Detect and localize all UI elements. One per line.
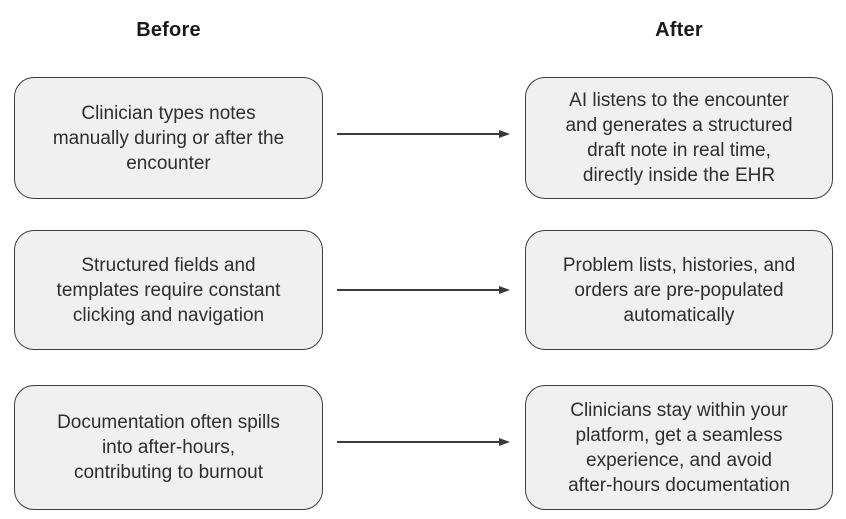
after-box-3: Clinicians stay within your platform, ge…: [525, 385, 833, 510]
arrow-head: [499, 130, 510, 138]
after-box-2-text: Problem lists, histories, and orders are…: [562, 254, 796, 326]
after-box-3-text: Clinicians stay within your platform, ge…: [568, 399, 790, 496]
before-box-1: Clinician types notes manually during or…: [14, 77, 323, 199]
arrow-right-icon: [337, 437, 510, 447]
after-box-1: AI listens to the encounter and generate…: [525, 77, 833, 199]
after-box-1-text: AI listens to the encounter and generate…: [565, 90, 793, 186]
before-box-3-text: Documentation often spills into after-ho…: [57, 412, 280, 483]
before-box-2: Structured fields and templates require …: [14, 230, 323, 350]
arrow-line: [337, 289, 499, 291]
column-header-after: After: [655, 19, 703, 41]
before-box-2-text: Structured fields and templates require …: [56, 254, 281, 326]
column-header-before: Before: [136, 19, 201, 41]
arrow-head: [499, 438, 510, 446]
arrow-right-icon: [337, 285, 510, 295]
before-box-3: Documentation often spills into after-ho…: [14, 385, 323, 510]
after-box-2: Problem lists, histories, and orders are…: [525, 230, 833, 350]
arrow-line: [337, 133, 499, 135]
arrow-line: [337, 441, 499, 443]
arrow-right-icon: [337, 129, 510, 139]
before-box-1-text: Clinician types notes manually during or…: [52, 102, 285, 174]
arrow-head: [499, 286, 510, 294]
